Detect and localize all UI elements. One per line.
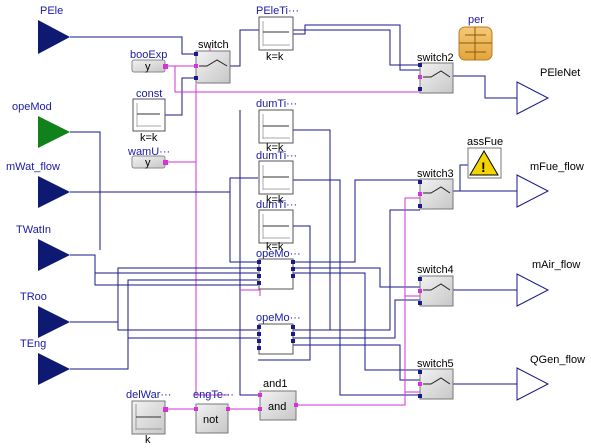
- input-label-pele: PEle: [40, 5, 63, 17]
- input-opemod[interactable]: opeMod: [12, 101, 70, 148]
- block-label-delwar: delWar···: [126, 389, 171, 401]
- warning-icon: [469, 150, 499, 176]
- block-opemo-2[interactable]: opeMo···: [256, 312, 301, 355]
- input-triangle-troo-icon: [38, 306, 70, 338]
- block-label-engte: engTe···: [193, 389, 234, 401]
- input-triangle-pele-icon: [38, 20, 70, 54]
- output-mair-flow[interactable]: mAir_flow: [516, 259, 580, 307]
- block-text-and1: and: [268, 401, 286, 413]
- block-engte[interactable]: engTe··· not: [193, 389, 234, 434]
- block-label-peleti: PEleTi···: [256, 5, 299, 17]
- block-peleti[interactable]: PEleTi··· k=k: [256, 5, 299, 63]
- block-label-and1: and1: [263, 378, 287, 390]
- output-label-pelenet: PEleNet: [540, 67, 580, 79]
- input-label-troo: TRoo: [20, 291, 47, 303]
- block-label-dumti-1: dumTi···: [256, 98, 297, 110]
- block-const[interactable]: const k=k: [132, 88, 166, 144]
- block-switch5[interactable]: switch5: [417, 358, 454, 400]
- input-triangle-teng-icon: [38, 353, 70, 385]
- block-switch[interactable]: switch: [194, 39, 231, 84]
- input-mwat-flow[interactable]: mWat_flow: [6, 161, 70, 208]
- block-text-engte: not: [203, 414, 218, 426]
- block-dumti-2[interactable]: dumTi··· k=k: [256, 150, 297, 206]
- block-label-switch4: switch4: [417, 264, 454, 276]
- block-dumti-3[interactable]: dumTi··· k=k: [256, 199, 297, 253]
- input-troo[interactable]: TRoo: [20, 291, 70, 338]
- block-param-const: k=k: [140, 132, 158, 144]
- block-label-switch3: switch3: [417, 168, 454, 180]
- block-delwar[interactable]: delWar··· k: [126, 389, 171, 446]
- block-opemo-1[interactable]: opeMo···: [256, 248, 301, 290]
- output-mfue-flow[interactable]: mFue_flow: [516, 161, 584, 208]
- block-switch2[interactable]: switch2: [417, 52, 454, 94]
- output-pelenet[interactable]: PEleNet: [516, 67, 580, 115]
- input-triangle-mwat-flow-icon: [38, 176, 70, 208]
- block-label-const: const: [136, 88, 162, 100]
- block-label-switch2: switch2: [417, 52, 454, 64]
- block-assfue[interactable]: assFue !: [467, 136, 503, 179]
- input-triangle-opemod-icon: [38, 116, 70, 148]
- input-pele[interactable]: PEle: [38, 5, 70, 54]
- block-wamu[interactable]: wamU··· y: [127, 146, 170, 169]
- output-triangle-pelenet-icon: [516, 81, 550, 115]
- block-dumti-1[interactable]: dumTi··· k=k: [256, 98, 297, 154]
- block-label-switch: switch: [198, 39, 229, 51]
- block-booexp[interactable]: booExp y: [130, 49, 168, 73]
- output-triangle-qgen-flow-icon: [516, 367, 550, 401]
- output-label-qgen-flow: QGen_flow: [530, 354, 585, 366]
- block-and1[interactable]: and1 and: [258, 378, 298, 421]
- block-label-wamu: wamU···: [127, 146, 170, 158]
- input-label-mwat-flow: mWat_flow: [6, 161, 60, 173]
- input-label-teng: TEng: [20, 338, 46, 350]
- block-label-switch5: switch5: [417, 358, 454, 370]
- output-label-mfue-flow: mFue_flow: [530, 161, 584, 173]
- block-value-wamu: y: [145, 157, 151, 169]
- block-label-opemo-1: opeMo···: [256, 248, 301, 260]
- block-label-assfue: assFue: [467, 136, 503, 148]
- block-switch3[interactable]: switch3: [417, 168, 454, 210]
- block-param-peleti: k=k: [266, 51, 284, 63]
- input-label-twatin: TWatIn: [16, 224, 51, 236]
- block-switch4[interactable]: switch4: [417, 264, 454, 307]
- block-param-dumti-3: k=k: [266, 241, 284, 253]
- input-triangle-twatin-icon: [38, 239, 70, 271]
- block-label-per: per: [468, 14, 484, 26]
- block-value-booexp: y: [145, 61, 151, 73]
- svg-text:!: !: [481, 159, 486, 175]
- block-param-dumti-1: k=k: [266, 142, 284, 154]
- output-triangle-mair-flow-icon: [516, 273, 550, 307]
- input-teng[interactable]: TEng: [20, 338, 70, 385]
- output-triangle-mfue-flow-icon: [516, 174, 550, 208]
- block-label-booexp: booExp: [130, 49, 167, 61]
- input-twatin[interactable]: TWatIn: [16, 224, 70, 271]
- input-label-opemod: opeMod: [12, 101, 52, 113]
- block-label-dumti-3: dumTi···: [256, 199, 297, 211]
- output-qgen-flow[interactable]: QGen_flow: [516, 354, 585, 401]
- output-label-mair-flow: mAir_flow: [532, 259, 580, 271]
- block-label-opemo-2: opeMo···: [256, 312, 301, 324]
- block-param-dumti-2: k=k: [266, 194, 284, 206]
- block-param-delwar: k: [145, 434, 151, 446]
- block-label-dumti-2: dumTi···: [256, 150, 297, 162]
- block-per[interactable]: per: [458, 14, 493, 61]
